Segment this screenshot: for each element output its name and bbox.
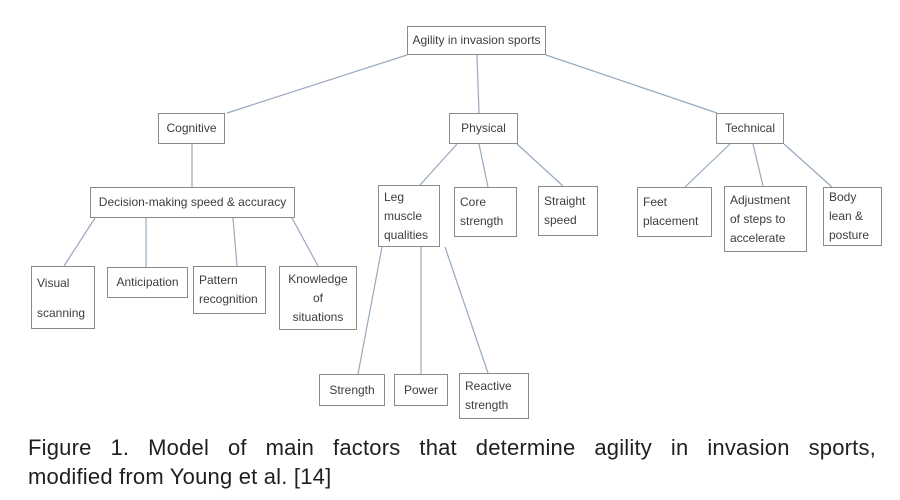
connector-line: [476, 54, 480, 114]
connector-line: [516, 143, 564, 187]
node-physical: Physical: [449, 113, 518, 144]
node-label-line: scanning: [37, 305, 86, 320]
figure-caption-line-1: Figure 1. Model of main factors that det…: [28, 435, 876, 460]
node-reactive-strength: Reactive strength: [459, 373, 529, 419]
node-label-line: of steps to: [730, 211, 786, 226]
connector-line: [291, 217, 319, 267]
node-visual-scanning: Visual scanning: [31, 266, 95, 329]
node-label-line: placement: [643, 214, 699, 228]
node-label-line: Body: [829, 190, 857, 204]
node-body-lean-posture: Body lean & posture: [823, 187, 882, 246]
node-pattern-recognition: Pattern recognition: [193, 266, 266, 314]
node-label-line: Reactive: [465, 379, 512, 393]
connector-line: [63, 217, 96, 267]
node-label-line: qualities: [384, 227, 429, 242]
node-label-line: situations: [292, 309, 344, 324]
node-leg-muscle-qualities: Leg muscle qualities: [378, 185, 440, 247]
node-label: Decision-making speed & accuracy: [98, 195, 287, 209]
node-technical: Technical: [716, 113, 784, 144]
node-knowledge-of-situations: Knowledge of situations: [279, 266, 357, 330]
connector-line: [232, 217, 238, 267]
node-label-line: Leg: [384, 189, 405, 204]
node-label: Physical: [461, 121, 506, 135]
node-label-line: Knowledge: [288, 271, 348, 286]
node-cognitive: Cognitive: [158, 113, 225, 144]
connector-line: [783, 143, 833, 188]
connector-line: [545, 54, 718, 114]
node-straight-speed: Straight speed: [538, 186, 598, 236]
node-label: Power: [403, 382, 438, 397]
node-decision-making-speed-accuracy: Decision-making speed & accuracy: [90, 187, 295, 218]
node-agility-in-invasion-sports: Agility in invasion sports: [407, 26, 546, 55]
node-label: Strength: [329, 382, 375, 397]
connector-line: [752, 143, 764, 187]
connector-line: [226, 54, 408, 114]
node-label-line: recognition: [199, 292, 258, 306]
node-label-line: strength: [465, 398, 509, 412]
node-label-line: Straight: [544, 194, 586, 208]
node-label-line: Core: [460, 195, 487, 209]
connector-line: [478, 143, 489, 188]
node-core-strength: Core strength: [454, 187, 517, 237]
node-label-line: Adjustment: [730, 192, 791, 207]
connector-line: [419, 143, 458, 186]
node-label: Cognitive: [166, 121, 217, 135]
node-strength: Strength: [319, 374, 385, 406]
node-power: Power: [394, 374, 448, 406]
figure-caption-line-2: modified from Young et al. [14]: [28, 464, 332, 489]
node-label-line: Pattern: [199, 273, 238, 287]
node-label: Technical: [724, 121, 776, 135]
figure-caption: Figure 1. Model of main factors that det…: [28, 433, 876, 491]
node-label-line: strength: [460, 214, 504, 228]
node-label-line: posture: [829, 228, 870, 242]
node-label: Anticipation: [116, 275, 179, 289]
connector-line: [357, 246, 383, 375]
node-anticipation: Anticipation: [107, 267, 188, 298]
node-label-line: lean &: [829, 209, 864, 223]
connector-line: [684, 143, 731, 188]
node-adjustment-of-steps-to-accelerate: Adjustment of steps to accelerate: [724, 186, 807, 252]
node-label-line: accelerate: [730, 230, 786, 245]
node-feet-placement: Feet placement: [637, 187, 712, 237]
node-label-line: muscle: [384, 208, 423, 223]
node-label-line: of: [312, 290, 323, 305]
node-label-line: Visual: [37, 275, 70, 290]
node-label-line: speed: [544, 213, 577, 227]
node-label: Agility in invasion sports: [412, 33, 541, 47]
node-label-line: Feet: [643, 195, 668, 209]
connector-line: [444, 246, 489, 374]
